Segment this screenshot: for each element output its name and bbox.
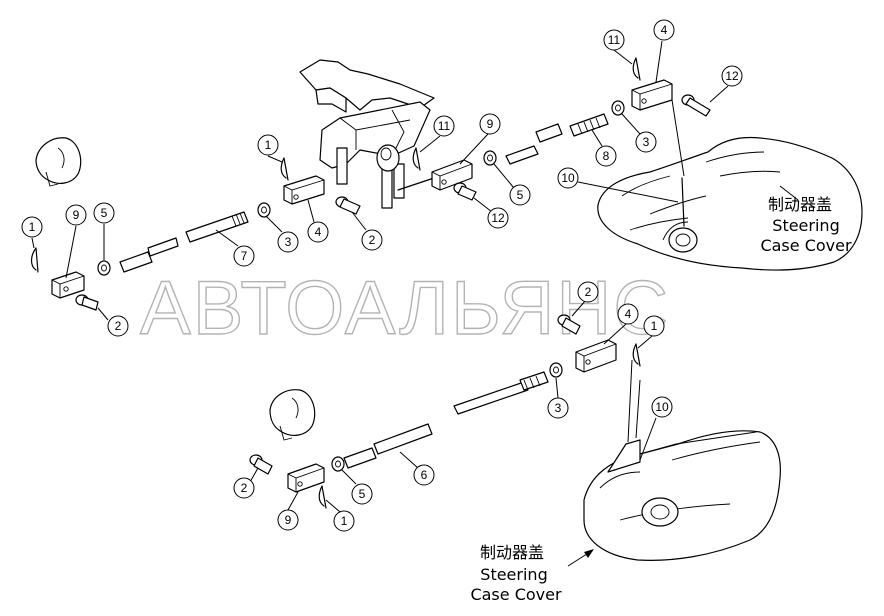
clevis-left [51,271,85,299]
label-top-en2: Case Cover [760,236,852,255]
callout-4-top-right [653,19,675,41]
svg-text:4: 4 [625,307,632,321]
callout-2-top-center [361,229,383,251]
label-bottom-en2: Case Cover [470,585,562,604]
svg-text:11: 11 [438,119,451,133]
callout-5-left [93,202,115,224]
callout-4-mid-right [617,303,639,325]
svg-text:3: 3 [643,135,650,149]
svg-text:12: 12 [725,69,739,83]
washers-nuts [97,100,625,472]
pin-mid-right [557,314,581,335]
callout-10-top [557,167,579,189]
svg-text:10: 10 [655,400,669,414]
svg-text:5: 5 [359,487,366,501]
svg-text:6: 6 [421,468,428,482]
svg-text:1: 1 [29,220,36,234]
callout-10-bottom [651,396,673,418]
svg-text:5: 5 [101,206,108,220]
callout-12-right [721,65,743,87]
svg-text:2: 2 [369,233,376,247]
callout-3-top-left [277,231,299,253]
svg-text:1: 1 [651,319,658,333]
rod-7 [119,211,249,273]
svg-text:5: 5 [517,188,524,202]
callout-2-left [107,315,129,337]
rod-6 [343,371,549,469]
callout-11-center [433,115,455,137]
svg-text:11: 11 [608,33,621,47]
svg-text:9: 9 [285,513,292,527]
callout-9-left [65,204,87,226]
clevis-top-right [631,79,673,111]
control-lever-bracket [299,59,441,209]
pin-top-center [335,196,361,215]
pin-top-right [681,94,711,117]
callout-7 [233,245,255,267]
svg-text:1: 1 [265,138,272,152]
callout-group: 1 9 5 2 7 3 1 4 2 11 9 5 12 11 4 12 3 [21,19,799,532]
clevis-top-center [283,175,325,205]
svg-text:1: 1 [341,514,348,528]
left-swivel-bracket [35,137,82,187]
callout-8 [595,145,617,167]
arrow-head [584,549,594,558]
pin-top-mid [453,182,477,201]
callout-5-bottom [351,483,373,505]
callout-6 [413,464,435,486]
callout-9-center [479,113,501,135]
clevis-bottom [287,463,325,493]
callout-12-center [487,207,509,229]
svg-text:12: 12 [491,211,505,225]
bottom-swivel-bracket [269,389,316,441]
steering-case-cover-bottom [583,430,781,561]
svg-text:10: 10 [561,171,575,185]
svg-text:2: 2 [585,285,592,299]
svg-text:4: 4 [661,23,668,37]
svg-text:8: 8 [603,149,610,163]
label-bottom-en1: Steering [480,565,547,584]
watermark-text: АВТОАЛЬЯНС [140,266,670,351]
svg-text:3: 3 [285,235,292,249]
steering-case-cover-top [597,136,863,271]
callout-5-center [509,184,531,206]
callout-3-top-right [635,131,657,153]
svg-text:7: 7 [241,249,248,263]
callout-1-left [21,216,43,238]
svg-text:2: 2 [241,481,248,495]
callout-11-right [603,29,625,51]
label-bottom: 制动器盖 Steering Case Cover [470,543,562,604]
callout-2-mid-right [577,281,599,303]
callout-3-mid [547,397,569,419]
svg-text:9: 9 [487,117,494,131]
rod-8 [505,113,609,165]
callout-1-top-center [257,134,279,156]
cotter-pins [30,57,641,509]
callout-2-bottom [233,477,255,499]
svg-text:9: 9 [73,208,80,222]
callout-1-mid-right [643,315,665,337]
callout-1-bottom [333,510,355,532]
svg-text:2: 2 [115,319,122,333]
label-top: 制动器盖 Steering Case Cover [760,195,852,255]
svg-text:3: 3 [555,401,562,415]
label-top-cn: 制动器盖 [768,195,832,214]
callout-4-top-center [307,221,329,243]
pin-bottom [249,454,273,475]
label-bottom-cn: 制动器盖 [480,543,544,562]
svg-text:4: 4 [315,225,322,239]
callout-9-bottom [277,509,299,531]
pin-left [75,294,99,311]
clevis-top-mid [431,159,473,191]
label-top-en1: Steering [772,216,839,235]
